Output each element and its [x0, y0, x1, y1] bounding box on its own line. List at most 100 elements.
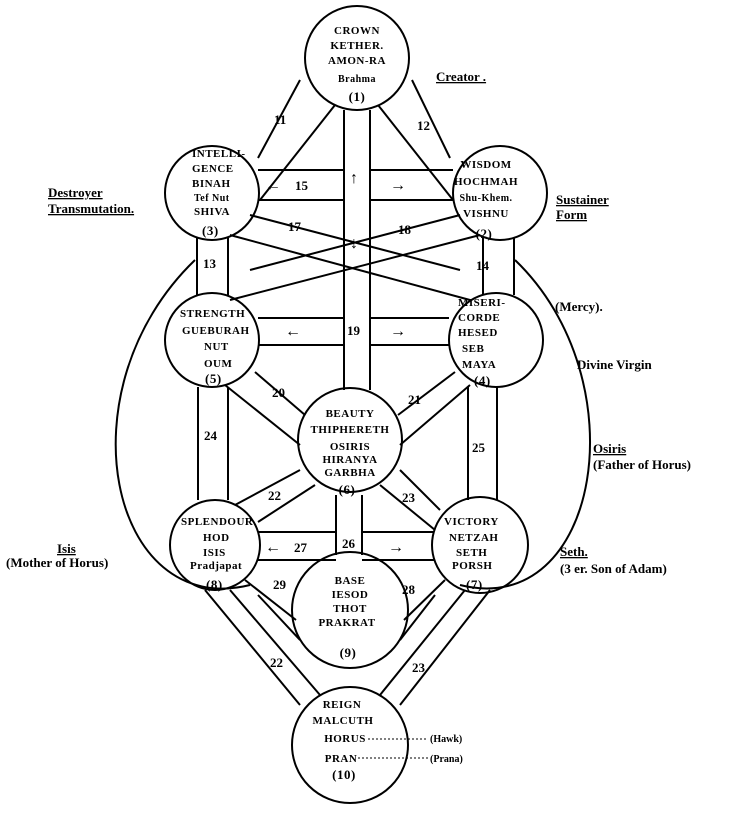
svg-text:Tef Nut: Tef Nut: [194, 193, 230, 204]
left-arrow-27-icon: ←: [265, 539, 281, 556]
path-label-12: 12: [417, 118, 430, 133]
path-23-lower-a: [399, 589, 491, 706]
svg-text:SEB: SEB: [462, 343, 484, 355]
creator-label: Creator .: [436, 69, 486, 84]
seth-label: Seth.: [560, 544, 588, 559]
path-29-a: [244, 579, 297, 621]
right-arrow-15-icon: →: [390, 177, 406, 194]
beauty-circle: [297, 387, 403, 493]
father-of-horus-label: (Father of Horus): [593, 457, 691, 472]
svg-text:(7): (7): [466, 577, 483, 592]
path-29-b: [257, 594, 301, 641]
svg-text:THOT: THOT: [333, 603, 367, 615]
left-outer-arc: [114, 259, 251, 590]
path-label-22-lower: 22: [270, 655, 283, 670]
svg-text:(3): (3): [202, 223, 219, 238]
svg-text:(5): (5): [205, 371, 222, 386]
path-label-27: 27: [294, 540, 308, 555]
svg-text:PRAN: PRAN: [325, 753, 358, 765]
svg-text:HESED: HESED: [458, 327, 498, 339]
svg-text:HORUS: HORUS: [324, 733, 366, 745]
prana-label: (Prana): [430, 754, 463, 765]
right-arrow-26-icon: →: [388, 539, 404, 556]
svg-text:CROWN: CROWN: [334, 25, 380, 37]
arrows: ↑ ↓ ← → ← → ← →: [265, 170, 406, 556]
strength-text: STRENGTH GUEBURAH NUT OUM (5): [180, 308, 249, 386]
svg-text:THIPHERETH: THIPHERETH: [311, 424, 390, 436]
path-28-b: [399, 594, 436, 641]
path-label-17: 17: [288, 219, 302, 234]
svg-text:(1): (1): [349, 89, 366, 104]
isis-label: Isis: [57, 541, 76, 556]
svg-text:Brahma: Brahma: [338, 74, 376, 85]
path-23-lower-b: [379, 589, 466, 696]
svg-text:IESOD: IESOD: [332, 589, 369, 601]
svg-text:REIGN: REIGN: [323, 699, 362, 711]
intelligence-text: INTELLI- GENCE BINAH Tef Nut SHIVA (3): [192, 148, 246, 238]
path-label-23-lower: 23: [412, 660, 426, 675]
path-23-upper-b: [379, 484, 436, 531]
left-arrow-15-icon: ←: [265, 177, 281, 194]
svg-text:SETH: SETH: [456, 547, 487, 559]
path-label-18: 18: [398, 222, 412, 237]
form-label: Form: [556, 207, 587, 222]
path-label-15: 15: [295, 178, 309, 193]
osiris-label: Osiris: [593, 441, 626, 456]
wisdom-circle: [452, 145, 548, 241]
svg-text:Shu-Khem.: Shu-Khem.: [459, 193, 512, 204]
splendour-circle: [169, 499, 261, 591]
path-label-26: 26: [342, 536, 356, 551]
path-12-a: [411, 79, 451, 159]
base-text: BASE IESOD THOT PRAKRAT (9): [318, 575, 375, 660]
path-label-14: 14: [476, 258, 490, 273]
path-12-b: [377, 104, 454, 201]
svg-text:BINAH: BINAH: [192, 178, 231, 190]
side-labels: Creator . Destroyer Transmutation. Susta…: [6, 69, 691, 765]
path-label-25: 25: [472, 440, 486, 455]
path-23-upper-a: [399, 469, 441, 511]
victory-text: VICTORY NETZAH SETH PORSH (7): [444, 516, 499, 592]
strength-circle: [164, 292, 260, 388]
path-22-lower-b: [229, 589, 321, 696]
path-label-28: 28: [402, 582, 416, 597]
sustainer-label: Sustainer: [556, 192, 609, 207]
svg-text:CORDE: CORDE: [458, 312, 500, 324]
crown-circle: [304, 5, 410, 111]
path-label-24: 24: [204, 428, 218, 443]
svg-text:MAYA: MAYA: [462, 359, 496, 371]
transmutation-label: Transmutation.: [48, 201, 134, 216]
svg-text:VICTORY: VICTORY: [444, 516, 499, 528]
svg-text:KETHER.: KETHER.: [330, 40, 383, 52]
path-11-b: [259, 104, 336, 201]
svg-text:INTELLI-: INTELLI-: [192, 148, 246, 160]
path-11-a: [257, 79, 301, 159]
mother-of-horus-label: (Mother of Horus): [6, 555, 108, 570]
path-20-a: [254, 371, 306, 416]
svg-text:STRENGTH: STRENGTH: [180, 308, 245, 320]
path-label-21: 21: [408, 392, 421, 407]
left-arrow-19-icon: ←: [285, 323, 301, 340]
svg-text:(8): (8): [206, 577, 223, 592]
svg-text:PORSH: PORSH: [452, 560, 492, 572]
right-outer-arc: [459, 259, 592, 590]
path-28-a: [403, 579, 446, 621]
svg-text:HIRANYA: HIRANYA: [322, 454, 377, 466]
intelligence-circle: [164, 145, 260, 241]
right-arrow-19-icon: →: [390, 323, 406, 340]
down-arrow-icon: ↓: [350, 235, 358, 252]
svg-text:NETZAH: NETZAH: [449, 532, 498, 544]
path-label-23-upper: 23: [402, 490, 416, 505]
reign-text: REIGN MALCUTH HORUS PRAN (10): [313, 699, 373, 782]
svg-text:(4): (4): [474, 373, 491, 388]
path-label-19: 19: [347, 323, 361, 338]
svg-text:SHIVA: SHIVA: [194, 206, 230, 218]
svg-text:NUT: NUT: [204, 341, 229, 353]
destroyer-label: Destroyer: [48, 185, 103, 200]
svg-text:(6): (6): [339, 482, 356, 497]
svg-text:(10): (10): [332, 767, 356, 782]
path-21-a: [397, 371, 456, 416]
diagram-lines: [114, 5, 592, 804]
path-17-a: [229, 234, 471, 301]
